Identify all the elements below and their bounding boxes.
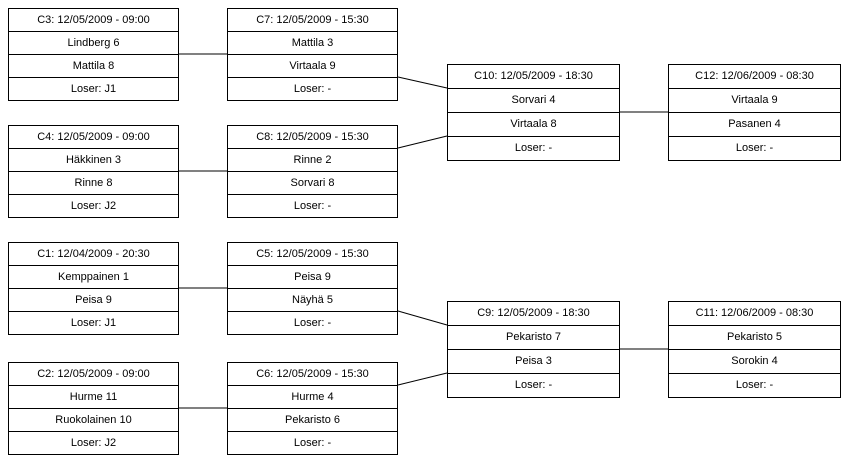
match-box-c4: C4: 12/05/2009 - 09:00 Häkkinen 3 Rinne … <box>8 125 179 218</box>
match-c8-player2: Sorvari 8 <box>228 172 397 195</box>
match-box-c1: C1: 12/04/2009 - 20:30 Kemppainen 1 Peis… <box>8 242 179 335</box>
match-c6-loser: Loser: - <box>293 437 332 449</box>
match-box-c2: C2: 12/05/2009 - 09:00 Hurme 11 Ruokolai… <box>8 362 179 455</box>
match-box-c3: C3: 12/05/2009 - 09:00 Lindberg 6 Mattil… <box>8 8 179 101</box>
match-c9-player2: Peisa 3 <box>448 350 619 374</box>
match-c5-player2: Näyhä 5 <box>228 289 397 312</box>
match-c7-player1: Mattila 3 <box>228 32 397 55</box>
match-c2-header: C2: 12/05/2009 - 09:00 <box>9 363 178 386</box>
match-c1-player1: Kemppainen 1 <box>9 266 178 289</box>
match-c4-player1: Häkkinen 3 <box>9 149 178 172</box>
match-c10-player1: Sorvari 4 <box>448 89 619 113</box>
match-c3-loser: Loser: J1 <box>70 83 117 95</box>
match-c11-player2: Sorokin 4 <box>669 350 840 374</box>
match-c12-header: C12: 12/06/2009 - 08:30 <box>669 65 840 89</box>
match-c6-player1: Hurme 4 <box>228 386 397 409</box>
match-c9-loser: Loser: - <box>514 379 553 391</box>
match-c3-player1: Lindberg 6 <box>9 32 178 55</box>
match-c12-player2: Pasanen 4 <box>669 113 840 137</box>
match-c12-loser: Loser: - <box>735 142 774 154</box>
match-c6-player2: Pekaristo 6 <box>228 409 397 432</box>
match-c8-header: C8: 12/05/2009 - 15:30 <box>228 126 397 149</box>
connector-c6-c9 <box>397 372 448 386</box>
match-c6-header: C6: 12/05/2009 - 15:30 <box>228 363 397 386</box>
match-c3-header: C3: 12/05/2009 - 09:00 <box>9 9 178 32</box>
match-c2-player2: Ruokolainen 10 <box>9 409 178 432</box>
match-c2-loser: Loser: J2 <box>70 437 117 449</box>
match-box-c10: C10: 12/05/2009 - 18:30 Sorvari 4 Virtaa… <box>447 64 620 161</box>
match-c10-player2: Virtaala 8 <box>448 113 619 137</box>
match-box-c12: C12: 12/06/2009 - 08:30 Virtaala 9 Pasan… <box>668 64 841 161</box>
match-c4-player2: Rinne 8 <box>9 172 178 195</box>
match-c8-player1: Rinne 2 <box>228 149 397 172</box>
match-box-c5: C5: 12/05/2009 - 15:30 Peisa 9 Näyhä 5 L… <box>227 242 398 335</box>
match-c7-header: C7: 12/05/2009 - 15:30 <box>228 9 397 32</box>
match-c3-player2: Mattila 8 <box>9 55 178 78</box>
match-c7-player2: Virtaala 9 <box>228 55 397 78</box>
match-c7-loser: Loser: - <box>293 83 332 95</box>
match-c5-player1: Peisa 9 <box>228 266 397 289</box>
match-box-c6: C6: 12/05/2009 - 15:30 Hurme 4 Pekaristo… <box>227 362 398 455</box>
match-c5-loser: Loser: - <box>293 317 332 329</box>
match-c11-player1: Pekaristo 5 <box>669 326 840 350</box>
connector-c5-c9 <box>397 310 448 326</box>
match-c5-header: C5: 12/05/2009 - 15:30 <box>228 243 397 266</box>
connector-c8-c10 <box>397 135 448 149</box>
match-c1-loser: Loser: J1 <box>70 317 117 329</box>
match-box-c8: C8: 12/05/2009 - 15:30 Rinne 2 Sorvari 8… <box>227 125 398 218</box>
match-c11-loser: Loser: - <box>735 379 774 391</box>
match-c11-header: C11: 12/06/2009 - 08:30 <box>669 302 840 326</box>
connector-c7-c10 <box>397 76 448 89</box>
match-box-c9: C9: 12/05/2009 - 18:30 Pekaristo 7 Peisa… <box>447 301 620 398</box>
match-c8-loser: Loser: - <box>293 200 332 212</box>
match-c10-loser: Loser: - <box>514 142 553 154</box>
match-c4-loser: Loser: J2 <box>70 200 117 212</box>
match-c9-header: C9: 12/05/2009 - 18:30 <box>448 302 619 326</box>
match-c1-player2: Peisa 9 <box>9 289 178 312</box>
match-c12-player1: Virtaala 9 <box>669 89 840 113</box>
match-c2-player1: Hurme 11 <box>9 386 178 409</box>
match-c1-header: C1: 12/04/2009 - 20:30 <box>9 243 178 266</box>
match-box-c7: C7: 12/05/2009 - 15:30 Mattila 3 Virtaal… <box>227 8 398 101</box>
match-c10-header: C10: 12/05/2009 - 18:30 <box>448 65 619 89</box>
match-c4-header: C4: 12/05/2009 - 09:00 <box>9 126 178 149</box>
match-box-c11: C11: 12/06/2009 - 08:30 Pekaristo 5 Soro… <box>668 301 841 398</box>
match-c9-player1: Pekaristo 7 <box>448 326 619 350</box>
